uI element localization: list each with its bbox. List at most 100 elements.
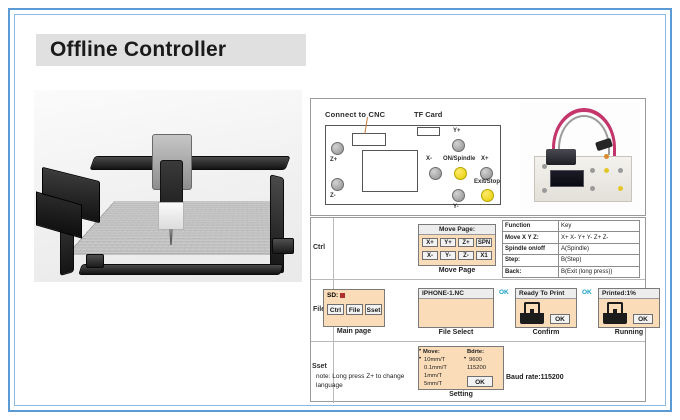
table-row: Step: B(Step) [502, 254, 640, 267]
setting-move-header: Move: [423, 349, 440, 355]
button-y-minus-label: Y- [453, 204, 459, 210]
main-page-body: SD: Ctrl File Sset [324, 290, 384, 326]
key-spn[interactable]: SPN [476, 238, 492, 247]
table-row: Spindle on/off A(Spindle) [502, 242, 640, 256]
setting-move-opt-3[interactable]: 5mm/T [424, 381, 443, 387]
board-button-y-minus [590, 186, 595, 191]
row-label-sset: Sset [312, 363, 327, 370]
bullet-move-selected: • [419, 356, 422, 362]
key-x-minus[interactable]: X- [422, 251, 438, 260]
fn-move-key: X+ X- Y+ Y- Z+ Z- [558, 231, 640, 244]
baud-rate-text: Baud rate:115200 [506, 374, 564, 381]
key-x1[interactable]: X1 [476, 251, 492, 260]
display-screen-outline [362, 150, 418, 192]
board-button-spindle [604, 168, 609, 173]
page-title: Offline Controller [50, 38, 227, 61]
file-select-body [419, 299, 493, 327]
button-exit-stop[interactable] [481, 189, 494, 202]
board-lcd-screen [550, 170, 584, 187]
setting-baud-opt-0[interactable]: 9600 [469, 357, 482, 363]
screen-main-page[interactable]: SD: Ctrl File Sset [323, 289, 385, 327]
button-x-minus-label: X- [426, 156, 432, 162]
spindle-motor [160, 160, 183, 208]
printer-running-icon [603, 302, 627, 324]
confirm-body: OK [516, 299, 576, 327]
button-y-plus[interactable] [452, 139, 465, 152]
button-z-minus[interactable] [331, 178, 344, 191]
fn-spindle-label: Spindle on/off [502, 242, 559, 256]
fn-move-label: Move X Y Z: [502, 231, 559, 244]
tf-card-label: TF Card [414, 110, 443, 119]
setting-move-opt-2[interactable]: 1mm/T [424, 373, 443, 379]
main-btn-sset[interactable]: Sset [365, 304, 382, 315]
flow-divider-1 [311, 279, 645, 280]
caption-confirm: Confirm [532, 329, 560, 336]
key-x-plus[interactable]: X+ [422, 238, 438, 247]
board-button-x-plus [618, 168, 623, 173]
move-page-header: Move Page: [419, 225, 495, 235]
table-header-row: Function Key [502, 219, 640, 233]
row-label-file: File [312, 306, 326, 313]
running-ok-button[interactable]: OK [633, 314, 653, 324]
file-select-filename[interactable]: IPHONE-1.NC [419, 289, 493, 299]
bullet-move: • [419, 348, 422, 354]
sd-label: SD: [327, 292, 339, 299]
caption-setting: Setting [449, 391, 473, 398]
screen-running[interactable]: Printed:1% OK [598, 288, 660, 328]
key-y-plus[interactable]: Y+ [440, 238, 456, 247]
board-button-x-minus [590, 168, 595, 173]
printer-icon [520, 302, 544, 324]
screen-confirm[interactable]: Ready To Print OK [515, 288, 577, 328]
stepper-motor-y [86, 254, 104, 268]
button-y-plus-label: Y+ [453, 128, 461, 134]
button-x-plus[interactable] [480, 167, 493, 180]
cnc-connector-port [352, 133, 386, 146]
row-label-ctrl: Ctrl [312, 244, 326, 251]
move-page-keypad: X+ Y+ Z+ SPN X- Y- Z- X1 [419, 235, 495, 265]
stepper-motor-x [272, 238, 294, 254]
key-z-plus[interactable]: Z+ [458, 238, 474, 247]
ok-arrow-to-running: OK [582, 289, 592, 296]
connect-to-cnc-label: Connect to CNC [325, 110, 386, 119]
tf-card-slot [417, 127, 440, 136]
gantry-rail-right [270, 174, 284, 274]
button-spindle[interactable] [454, 167, 467, 180]
th-key: Key [558, 219, 640, 233]
main-btn-file[interactable]: File [346, 304, 363, 315]
fn-back-label: Back: [502, 265, 559, 279]
spindle-collet [158, 202, 184, 230]
board-button-z-plus [542, 164, 547, 169]
th-function: Function [502, 219, 559, 233]
setting-baud-opt-1[interactable]: 115200 [467, 365, 486, 371]
board-button-exit-stop [618, 186, 623, 191]
button-x-minus[interactable] [429, 167, 442, 180]
confirm-ok-button[interactable]: OK [550, 314, 570, 324]
router-bit [169, 229, 173, 245]
setting-ok-button[interactable]: OK [467, 376, 493, 387]
fn-back-key: B(Exit (long press)) [558, 265, 640, 279]
caption-move-page: Move Page [438, 267, 476, 274]
page-title-bar: Offline Controller [36, 34, 306, 66]
screen-setting[interactable]: Move: Bdrte: • 10mm/T • 0.1mm/T 1mm/T 5m… [418, 346, 504, 390]
button-z-plus-label: Z+ [330, 157, 338, 163]
screen-move-page[interactable]: Move Page: X+ Y+ Z+ SPN X- Y- Z- X1 [418, 224, 496, 266]
button-y-minus[interactable] [452, 189, 465, 202]
flow-divider-2 [311, 341, 645, 342]
button-z-plus[interactable] [331, 142, 344, 155]
table-row: Move X Y Z: X+ X- Y+ Y- Z+ Z- [502, 231, 640, 244]
setting-body: Move: Bdrte: • 10mm/T • 0.1mm/T 1mm/T 5m… [419, 347, 503, 389]
key-y-minus[interactable]: Y- [440, 251, 456, 260]
cnc-machine-photo [34, 90, 302, 282]
fn-step-key: B(Step) [558, 254, 640, 267]
main-btn-ctrl[interactable]: Ctrl [327, 304, 344, 315]
sd-status-indicator [340, 293, 345, 298]
setting-move-opt-1[interactable]: 0.1mm/T [424, 365, 447, 371]
key-z-minus[interactable]: Z- [458, 251, 474, 260]
confirm-header: Ready To Print [516, 289, 576, 299]
screen-file-select[interactable]: IPHONE-1.NC [418, 288, 494, 328]
button-exit-stop-label: Exit/Stop [474, 179, 501, 185]
button-z-minus-label: Z- [330, 193, 336, 199]
setting-move-opt-0[interactable]: 10mm/T [424, 357, 446, 363]
button-x-plus-label: X+ [481, 156, 489, 162]
